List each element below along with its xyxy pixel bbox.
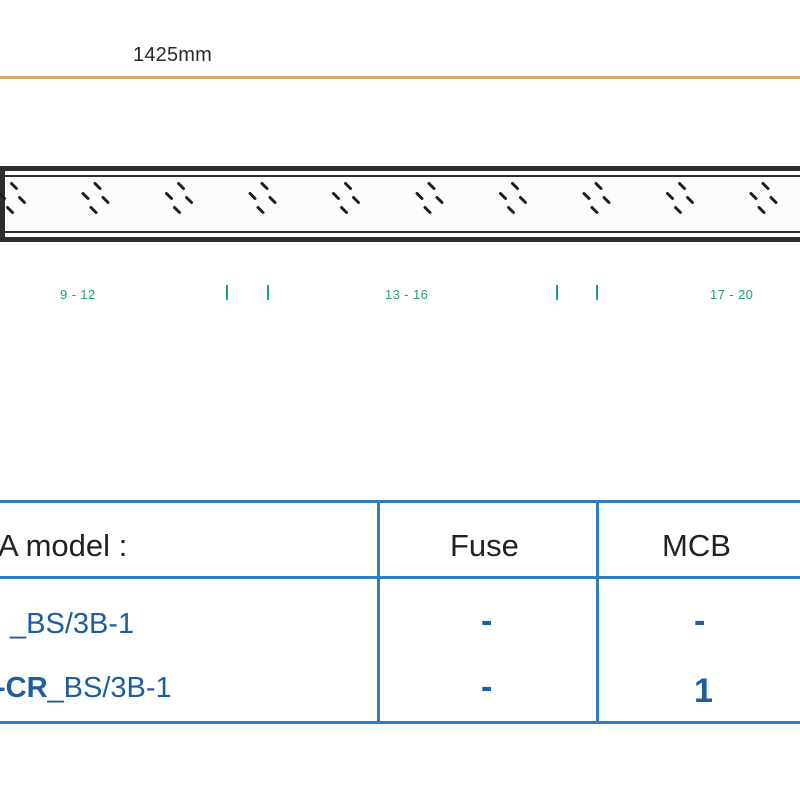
hatch-mark [511,182,519,190]
busbar-inner-border [5,175,800,233]
hatch-mark [761,182,770,190]
group-label-13-16: 13 - 16 [385,287,429,302]
dimension-line [0,76,800,79]
row-2-fuse: - [481,668,493,706]
header-model: A model : [0,528,128,563]
hatch-mark [427,182,436,190]
table-rule [0,500,800,503]
dimension-label: 1425mm [133,44,213,66]
group-divider [556,285,558,300]
hatch-mark [165,192,173,200]
hatch-mark [686,196,694,204]
header-mcb: MCB [662,528,731,563]
hatch-mark [678,182,686,190]
hatch-mark [602,196,611,204]
hatch-mark [594,182,603,190]
table-column-divider [377,500,380,724]
hatch-mark [749,192,758,200]
hatch-mark [332,192,340,200]
row-2-mcb: 1 [694,672,713,710]
hatch-mark [89,206,98,214]
group-divider [267,285,269,300]
header-fuse: Fuse [450,528,519,563]
row-1-model: _BS/3B-1 [10,608,135,640]
group-label-9-12: 9 - 12 [60,287,96,302]
group-divider [226,285,228,300]
hatch-mark [415,192,424,200]
row-1-fuse: - [481,602,493,640]
hatch-mark [340,206,348,214]
hatch-mark [499,192,507,200]
hatch-mark [177,182,185,190]
hatch-mark [93,182,102,190]
hatch-mark [666,192,674,200]
hatch-mark [248,192,257,200]
hatch-mark [18,196,26,204]
row-2-model: -CR_BS/3B-1 [0,672,172,704]
hatch-mark [423,206,432,214]
table-column-divider [596,500,599,724]
hatch-mark [185,196,193,204]
hatch-mark [507,206,515,214]
hatch-mark [268,196,277,204]
busbar-marks [0,182,778,214]
group-label-17-20: 17 - 20 [710,287,754,302]
hatch-mark [101,196,110,204]
hatch-mark [173,206,181,214]
hatch-mark [769,196,778,204]
table-rule [0,721,800,724]
hatch-mark [10,182,18,190]
hatch-mark [519,196,527,204]
hatch-mark [352,196,360,204]
hatch-mark [6,206,14,214]
hatch-mark [435,196,444,204]
hatch-mark [674,206,682,214]
hatch-mark [757,206,766,214]
hatch-mark [81,192,90,200]
busbar-band [0,166,800,242]
group-divider [596,285,598,300]
hatch-mark [0,192,6,200]
hatch-mark [260,182,269,190]
hatch-mark [344,182,352,190]
hatch-mark [256,206,265,214]
model-table: A model : Fuse MCB _BS/3B-1 - - -CR_BS/3… [0,500,800,724]
table-rule [0,576,800,579]
hatch-mark [590,206,599,214]
row-1-mcb: - [694,602,706,640]
hatch-mark [582,192,591,200]
